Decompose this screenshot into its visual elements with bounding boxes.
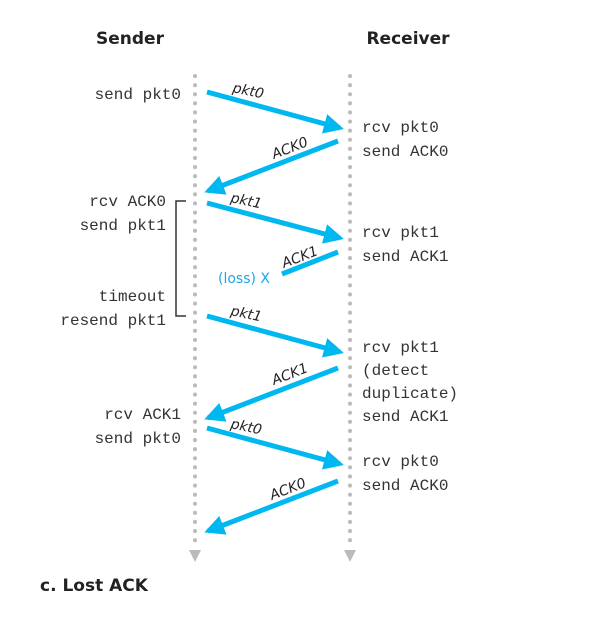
receiver-event: send ACK1	[362, 408, 448, 426]
receiver-event: send ACK1	[362, 248, 448, 266]
message-arrow-pkt0	[206, 425, 344, 470]
sender-header: Sender	[96, 29, 165, 49]
message-arrow-ack0	[204, 478, 339, 535]
sender-event: rcv ACK1	[104, 406, 181, 424]
receiver-event: (detect	[362, 362, 429, 380]
receiver-event: rcv pkt1	[362, 224, 439, 242]
sender-event: rcv ACK0	[89, 193, 166, 211]
sender-event: send pkt1	[80, 217, 166, 235]
message-arrow-pkt0	[206, 89, 344, 134]
receiver-event: send ACK0	[362, 477, 448, 495]
figure-caption: c. Lost ACK	[40, 576, 149, 596]
receiver-event: duplicate)	[362, 385, 458, 403]
sender-event: timeout	[99, 288, 166, 306]
message-arrow-ack1	[204, 365, 339, 422]
receiver-header: Receiver	[366, 29, 450, 49]
message-arrow-ack0	[204, 138, 339, 195]
timeout-bracket	[175, 200, 186, 317]
message-arrow-ack1-lost	[281, 249, 339, 277]
message-label: pkt0	[230, 80, 265, 102]
receiver-event: rcv pkt0	[362, 453, 439, 471]
receiver-timeline-arrowhead	[344, 550, 356, 562]
message-arrow-pkt1	[206, 200, 344, 244]
message-label: pkt1	[228, 190, 263, 212]
receiver-event: rcv pkt1	[362, 339, 439, 357]
message-label: pkt0	[228, 416, 263, 438]
sender-event: resend pkt1	[60, 312, 166, 330]
sender-event: send pkt0	[95, 430, 181, 448]
receiver-event: rcv pkt0	[362, 119, 439, 137]
loss-label: (loss) X	[218, 271, 270, 287]
message-arrow-pkt1-resend	[206, 313, 344, 358]
receiver-event: send ACK0	[362, 143, 448, 161]
message-label: pkt1	[228, 303, 263, 325]
sender-timeline-arrowhead	[189, 550, 201, 562]
sender-event: send pkt0	[95, 86, 181, 104]
